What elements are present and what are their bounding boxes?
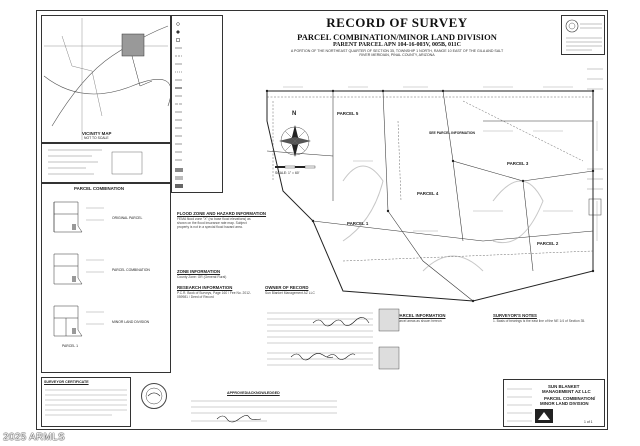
north-arrow-letter: N bbox=[292, 111, 297, 117]
sheet-number: 1 of 1 bbox=[584, 420, 593, 424]
scale-bar bbox=[275, 165, 316, 169]
north-arrow-icon bbox=[279, 125, 311, 157]
flood-zone-text: FEMA flood zone "X" (no base flood eleva… bbox=[177, 217, 251, 230]
surveyor-certificate-lines bbox=[45, 389, 127, 416]
minor-land-division-label: MINOR LAND DIVISION bbox=[112, 320, 150, 324]
surveyor-certificate: SURVEYOR CERTIFICATE bbox=[41, 377, 131, 427]
side-strip-marks bbox=[587, 68, 603, 216]
original-parcel-label: ORIGINAL PARCEL bbox=[112, 216, 143, 220]
parcel-label-1: PARCEL 1 bbox=[347, 221, 369, 226]
flood-zone-heading: FLOOD ZONE AND HAZARD INFORMATION bbox=[177, 211, 267, 216]
signature-area bbox=[267, 308, 400, 370]
owner-line-4: MINOR LAND DIVISION bbox=[540, 401, 589, 406]
parcel-label-5: PARCEL 5 bbox=[337, 111, 359, 116]
zone-info-text: County Zone: GR (General Rural) bbox=[177, 275, 227, 279]
legal-description-2: RIVER MERIDIAN, PINAL COUNTY, ARIZONA bbox=[359, 53, 435, 57]
title-block: RECORD OF SURVEY PARCEL COMBINATION/MINO… bbox=[267, 15, 527, 57]
approval-lines bbox=[191, 400, 337, 423]
title-block-rows bbox=[507, 388, 532, 422]
side-strip bbox=[585, 59, 605, 259]
parcel-combination-sketches bbox=[53, 201, 104, 337]
company-logo-icon bbox=[535, 409, 553, 423]
owner-line-3: PARCEL COMBINATION/ bbox=[544, 396, 596, 401]
legend-symbols bbox=[175, 22, 183, 188]
legend-box bbox=[171, 15, 223, 193]
owner-line-1: SUN BLANKET bbox=[548, 384, 580, 389]
parcel-combination-panel: PARCEL COMBINATION bbox=[41, 183, 171, 373]
scale-label: SCALE: 1" = 60' bbox=[275, 171, 300, 175]
surveyor-certificate-title: SURVEYOR CERTIFICATE bbox=[44, 380, 89, 384]
parcel-one-label: PARCEL 1 bbox=[62, 344, 79, 348]
parcel-info-heading: PARCEL INFORMATION bbox=[397, 313, 446, 318]
mls-watermark: 2025 ARMLS bbox=[3, 432, 65, 443]
parent-parcel: PARENT PARCEL APN 104-16-003V, 005B, 011… bbox=[332, 42, 462, 48]
survey-title: RECORD OF SURVEY bbox=[326, 15, 468, 30]
plat-drawing bbox=[265, 86, 598, 303]
recorder-stamp bbox=[561, 15, 605, 55]
detail-box bbox=[41, 143, 171, 183]
parcel-info-text: Parcel areas as shown hereon bbox=[397, 319, 442, 323]
vicinity-map-drawing bbox=[43, 18, 170, 140]
owner-title-block: SUN BLANKET MANAGEMENT AZ LLC PARCEL COM… bbox=[503, 379, 605, 427]
approval-title: APPROVED/ACKNOWLEDGED bbox=[227, 391, 280, 395]
research-info-heading: RESEARCH INFORMATION bbox=[177, 285, 233, 290]
vicinity-map-scale: NOT TO SCALE bbox=[84, 136, 109, 140]
surveyor-seal-icon bbox=[141, 383, 167, 409]
survey-sheet: VICINITY MAP NOT TO SCALE RECORD OF SURV… bbox=[36, 10, 608, 430]
vicinity-map-label: VICINITY MAP bbox=[82, 131, 112, 136]
legal-description-1: A PORTION OF THE NORTHEAST QUARTER OF SE… bbox=[290, 49, 504, 53]
owner-heading: OWNER OF RECORD bbox=[265, 285, 309, 290]
parcel-info-note: SEE PARCEL INFORMATION bbox=[429, 131, 475, 135]
detail-drawing bbox=[48, 149, 143, 175]
surveyor-notes-text: 1. Basis of bearings is the east line of… bbox=[493, 319, 586, 323]
parcel-label-4: PARCEL 4 bbox=[417, 191, 439, 196]
parcel-combination-title: PARCEL COMBINATION bbox=[74, 186, 125, 191]
recorder-seal-icon bbox=[565, 19, 602, 51]
owner-text: Sun Blanket Management AZ LLC bbox=[265, 291, 315, 295]
combined-parcel-label: PARCEL COMBINATION bbox=[112, 268, 150, 272]
survey-subtitle: PARCEL COMBINATION/MINOR LAND DIVISION bbox=[297, 32, 497, 42]
surveyor-notes-heading: SURVEYOR'S NOTES bbox=[493, 313, 537, 318]
parcel-label-2: PARCEL 2 bbox=[537, 241, 559, 246]
owner-line-2: MANAGEMENT AZ LLC bbox=[542, 389, 591, 394]
zone-info-heading: ZONE INFORMATION bbox=[177, 269, 221, 274]
research-info-text: P.C.R. Book of Surveys, Page 160 / Fee N… bbox=[177, 291, 251, 300]
vicinity-map: VICINITY MAP NOT TO SCALE bbox=[41, 15, 171, 143]
parcel-label-3: PARCEL 3 bbox=[507, 161, 529, 166]
